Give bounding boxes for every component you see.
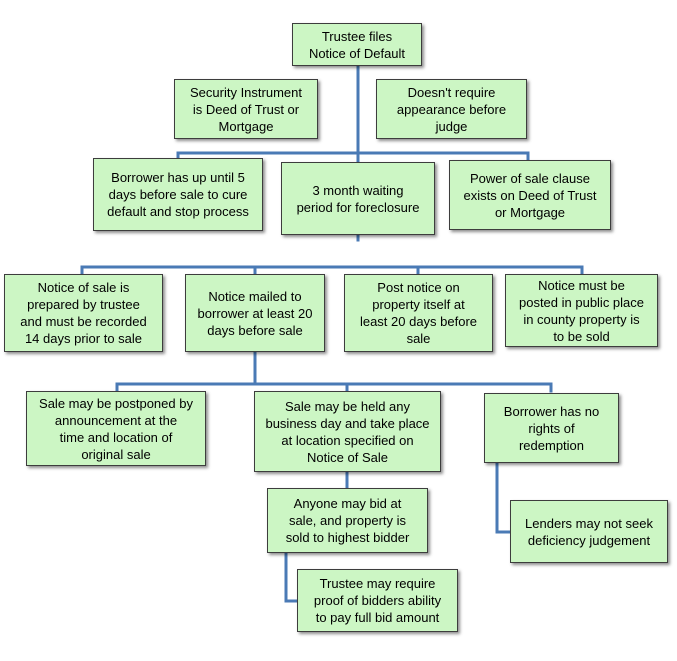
node-notice-prepared: Notice of sale is prepared by trustee an… — [4, 274, 163, 352]
node-security-instrument: Security Instrument is Deed of Trust or … — [174, 79, 318, 139]
node-waiting-period: 3 month waiting period for foreclosure — [281, 162, 435, 235]
node-cure-default: Borrower has up until 5 days before sale… — [93, 158, 263, 231]
node-held-any-day: Sale may be held any business day and ta… — [254, 391, 441, 472]
node-trustee-files: Trustee files Notice of Default — [292, 23, 422, 66]
node-notice-mailed: Notice mailed to borrower at least 20 da… — [185, 274, 325, 352]
node-anyone-bid: Anyone may bid at sale, and property is … — [267, 488, 428, 553]
node-no-redemption: Borrower has no rights of redemption — [484, 393, 619, 463]
node-no-judge: Doesn't require appearance before judge — [376, 79, 527, 139]
node-power-of-sale: Power of sale clause exists on Deed of T… — [449, 160, 611, 230]
node-no-deficiency: Lenders may not seek deficiency judgemen… — [510, 500, 668, 563]
node-post-notice: Post notice on property itself at least … — [344, 274, 493, 352]
node-public-place: Notice must be posted in public place in… — [505, 274, 658, 347]
node-postponed: Sale may be postponed by announcement at… — [26, 391, 206, 466]
node-proof-ability: Trustee may require proof of bidders abi… — [297, 569, 458, 632]
